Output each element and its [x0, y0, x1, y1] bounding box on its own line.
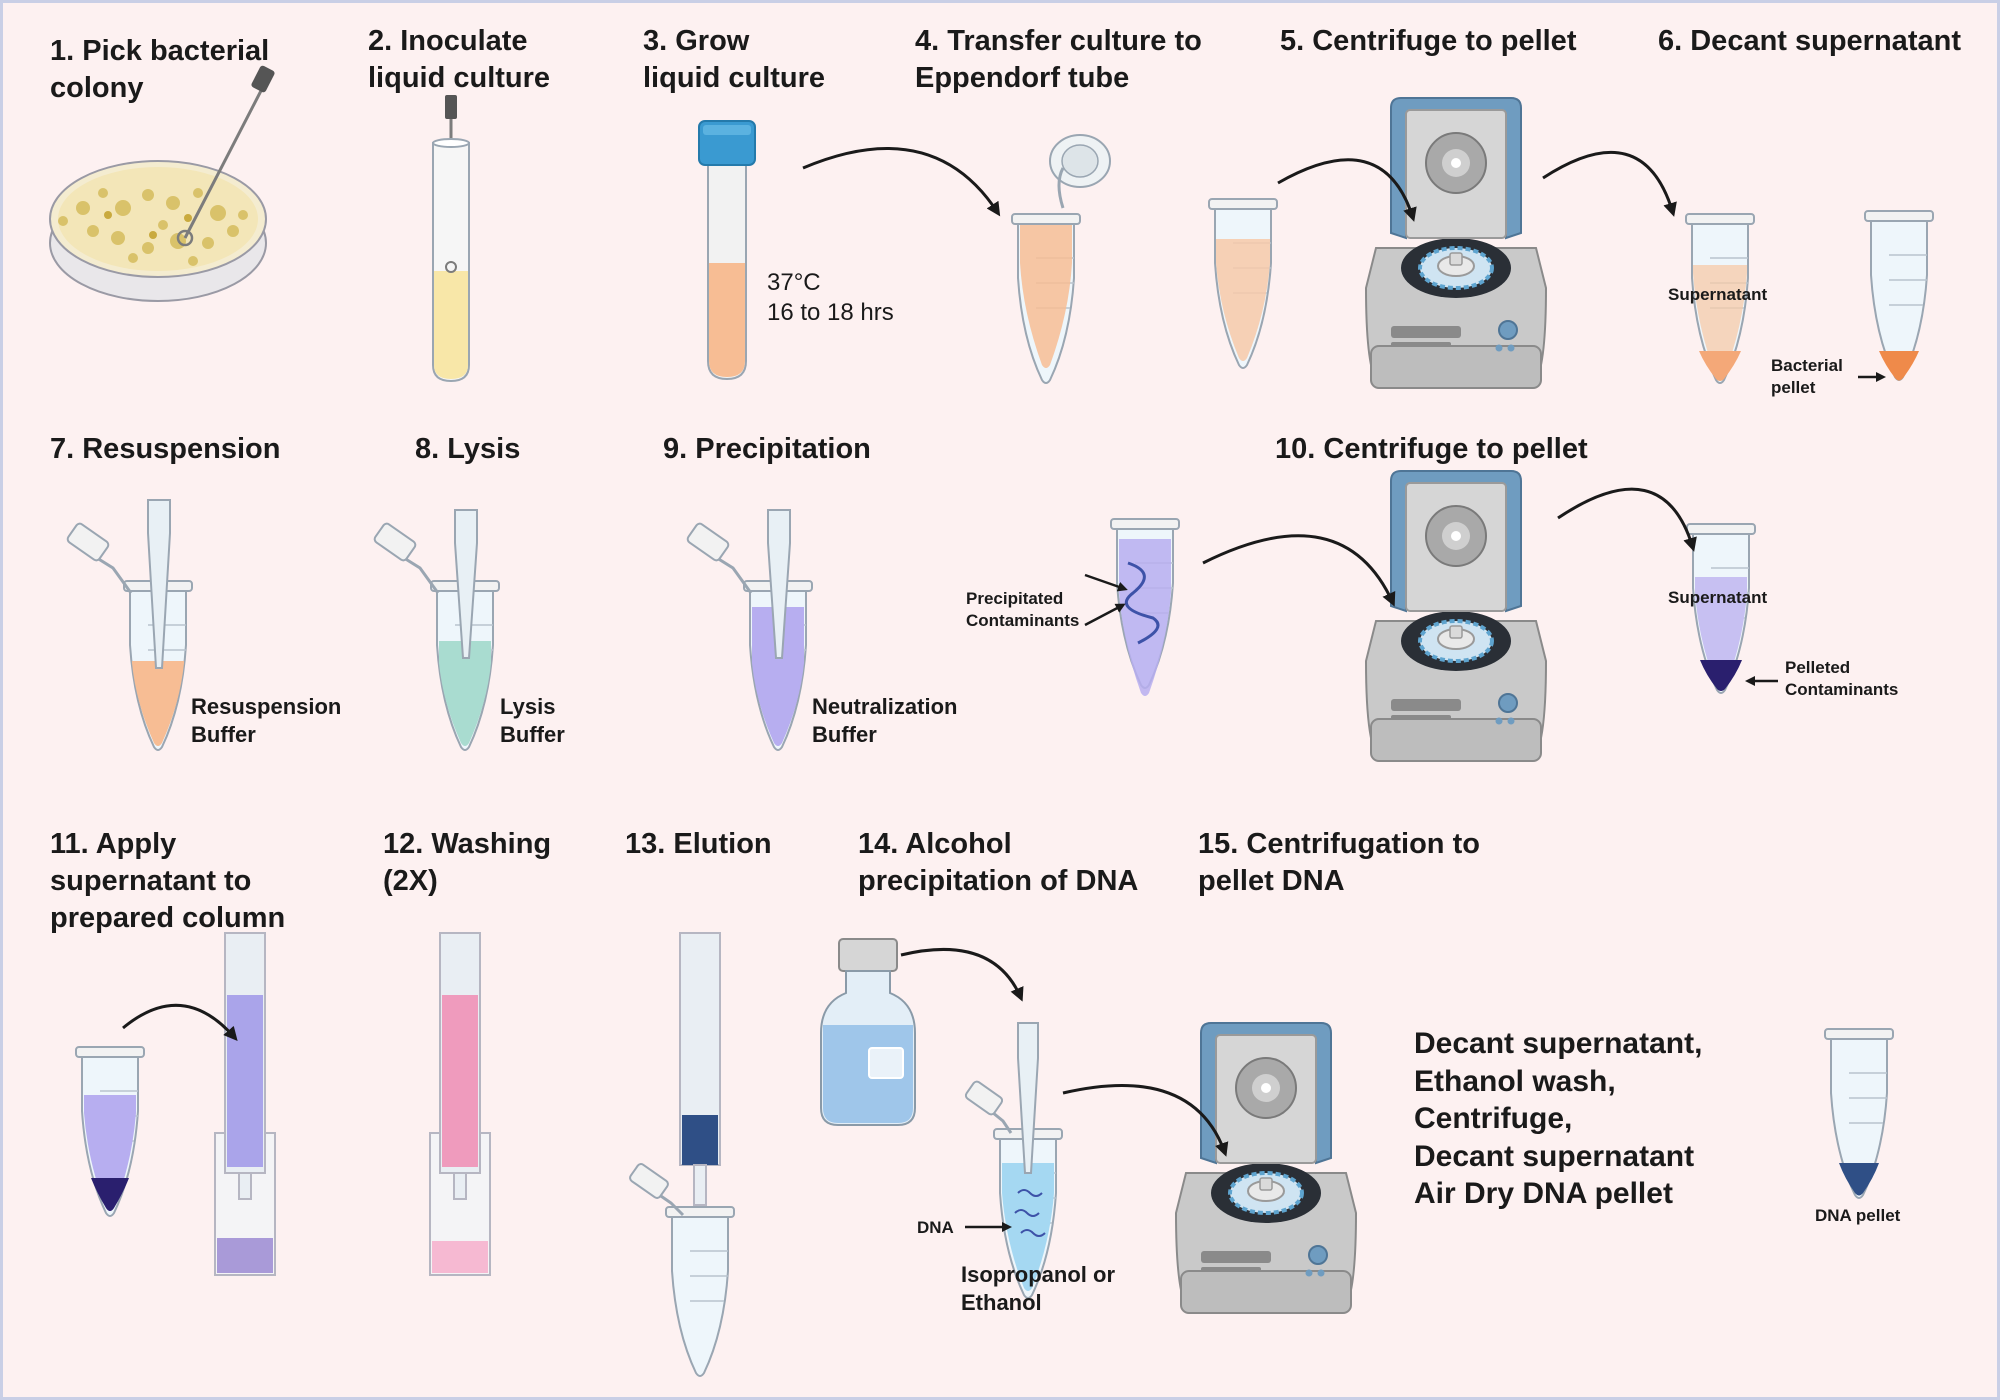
step-7-label: 7. Resuspension — [50, 433, 281, 465]
step-11-label: 11. Apply supernatant to prepared column — [50, 828, 286, 934]
supernatant-tube-step6 — [1685, 213, 1755, 384]
process-arrows — [122, 147, 1697, 1157]
arrow-to-column — [122, 1003, 238, 1042]
dna-precipitation-tube — [964, 1022, 1063, 1299]
step-13-label: 13. Elution — [625, 828, 772, 860]
step-2-label: 2. Inoculate liquid culture — [368, 25, 551, 94]
arrow-to-alcohol-tube — [900, 947, 1024, 1002]
step-14-label: 14. Alcohol precipitation of DNA — [858, 828, 1139, 897]
step-4-label: 4. Transfer culture to Eppendorf tube — [915, 25, 1202, 94]
supernatant-tube-step11 — [75, 1046, 145, 1217]
arrow-into-centrifuge-2 — [1202, 534, 1396, 607]
arrow-into-centrifuge-3 — [1062, 1084, 1229, 1157]
dna-pellet-tube — [1824, 1028, 1894, 1199]
bacterial-pellet-label: Bacterial pellet — [1771, 356, 1843, 397]
arrow-into-centrifuge-1 — [1277, 158, 1417, 222]
final-steps-text: Decant supernatant, Ethanol wash, Centri… — [1414, 1027, 1703, 1210]
precipitated-contaminants-label: Precipitated Contaminants — [966, 589, 1080, 630]
lysis-tube-icon — [373, 509, 500, 751]
step-5-label: 5. Centrifuge to pellet — [1280, 25, 1577, 57]
eppendorf-tube-icon — [1011, 134, 1111, 384]
arrow-transfer — [802, 147, 1001, 217]
diagram-illustrations — [49, 65, 1934, 1377]
culture-tube-icon — [432, 95, 470, 383]
centrifuge-icon-1 — [1364, 96, 1548, 390]
step-1-label: 1. Pick bacterial colony — [50, 35, 270, 104]
arrow-to-pellet-tube — [1557, 487, 1697, 552]
supernatant-label-step10: Supernatant — [1668, 588, 1768, 607]
neutralization-buffer-label: Neutralization Buffer — [812, 694, 958, 747]
pelleted-tube-step10 — [1686, 523, 1756, 694]
step-12-label: 12. Washing (2X) — [383, 828, 552, 897]
growth-conditions-label: 37°C 16 to 18 hrs — [767, 269, 894, 326]
resuspension-tube-icon — [66, 499, 193, 751]
step-8-label: 8. Lysis — [415, 433, 521, 465]
arrow-to-supernatant — [1542, 151, 1677, 217]
label-pointers — [965, 372, 1886, 1232]
centrifuge-icon-3 — [1174, 1021, 1358, 1315]
grown-culture-tube-icon — [698, 120, 756, 381]
petri-dish-icon — [49, 65, 275, 302]
precipitation-tube-icon — [686, 509, 813, 751]
elution-column-step13 — [629, 932, 735, 1377]
step-9-label: 9. Precipitation — [663, 433, 871, 465]
pelleted-contaminants-label: Pelleted Contaminants — [1785, 658, 1899, 699]
step-6-label: 6. Decant supernatant — [1658, 25, 1961, 57]
contaminants-tube-icon — [1110, 518, 1180, 696]
resuspension-buffer-label: Resuspension Buffer — [191, 694, 342, 747]
pellet-tube-step6 — [1864, 210, 1934, 381]
culture-tube-step5 — [1208, 198, 1278, 369]
dna-pellet-label: DNA pellet — [1815, 1206, 1901, 1225]
centrifuge-icon-2 — [1364, 469, 1548, 763]
dna-label: DNA — [917, 1218, 954, 1237]
spin-column-step12 — [429, 932, 491, 1276]
step-15-label: 15. Centrifugation to pellet DNA — [1198, 828, 1480, 897]
supernatant-label-step6: Supernatant — [1668, 285, 1768, 304]
spin-column-step11 — [214, 932, 276, 1276]
alcohol-bottle-icon — [820, 938, 916, 1126]
step-10-label: 10. Centrifuge to pellet — [1275, 433, 1588, 465]
step-3-label: 3. Grow liquid culture — [643, 25, 826, 94]
alcohol-label: Isopropanol or Ethanol — [961, 1262, 1115, 1315]
lysis-buffer-label: Lysis Buffer — [500, 694, 565, 747]
